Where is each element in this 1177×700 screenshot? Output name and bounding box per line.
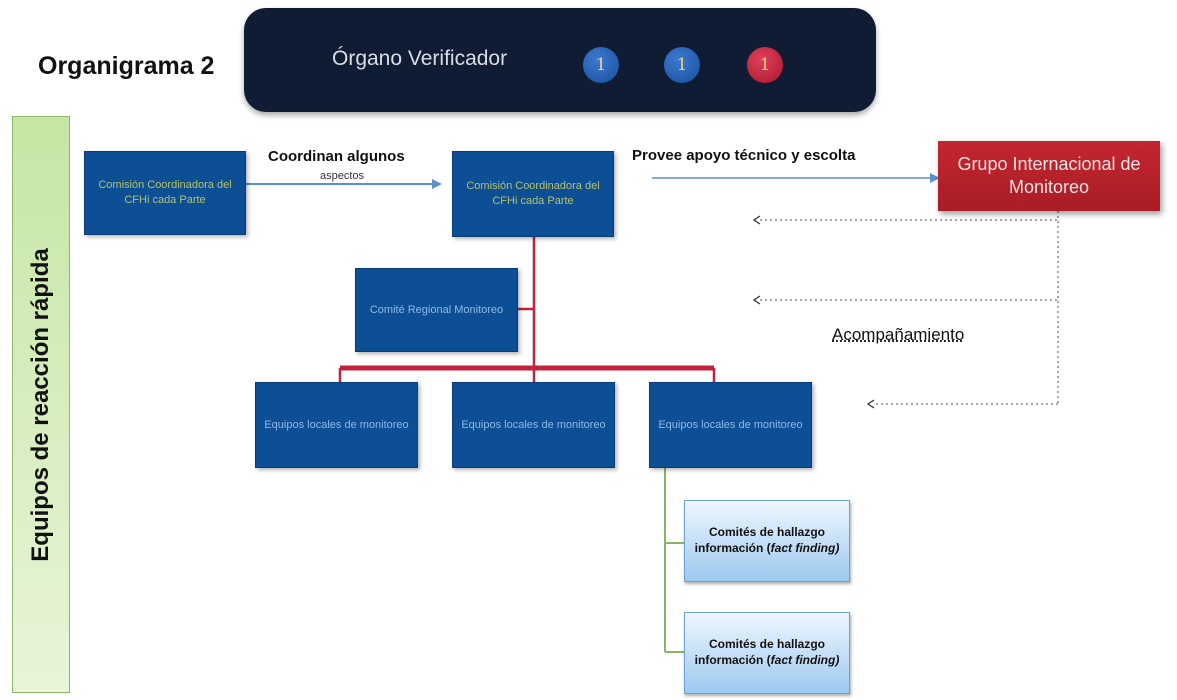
dotted-arrowhead-1 xyxy=(752,215,761,225)
fact-2-line1: Comités de hallazgo xyxy=(708,637,826,652)
support-label: Provee apoyo técnico y escolta xyxy=(632,147,856,164)
coordinating-commission-center: Comisión Coordinadora del CFHi cada Part… xyxy=(452,151,614,237)
verifier-dot-3: 1 xyxy=(747,47,783,83)
coordinate-arrowhead xyxy=(432,179,442,189)
verifier-dot-2: 1 xyxy=(664,47,700,83)
rapid-response-sidebar: Equipos de reacción rápida xyxy=(12,116,70,693)
local-team-1: Equipos locales de monitoreo xyxy=(255,382,418,468)
fact-1-line2: información (fact finding) xyxy=(694,541,840,555)
verifier-dot-1: 1 xyxy=(583,47,619,83)
accompaniment-label: Acompañamiento xyxy=(832,325,965,344)
fact-2-line2: información (fact finding) xyxy=(694,653,840,667)
fact-finding-committee-2: Comités de hallazgo información (fact fi… xyxy=(684,612,850,694)
support-arrowhead xyxy=(930,173,940,183)
fact-finding-committee-1: Comités de hallazgo información (fact fi… xyxy=(684,500,850,582)
local-team-3: Equipos locales de monitoreo xyxy=(649,382,812,468)
fact-2-italic: fact finding) xyxy=(770,653,840,667)
international-monitoring-group: Grupo Internacional de Monitoreo xyxy=(938,141,1160,211)
verifier-label: Órgano Verificador xyxy=(332,47,508,70)
chart-title: Organigrama 2 xyxy=(38,52,215,80)
regional-committee: Comité Regional Monitoreo xyxy=(355,268,518,352)
coordinate-sublabel: aspectos xyxy=(320,170,365,182)
local-team-2: Equipos locales de monitoreo xyxy=(452,382,615,468)
dotted-arrowhead-2 xyxy=(752,295,761,305)
fact-1-line1: Comités de hallazgo xyxy=(708,525,826,540)
fact-1-italic: fact finding) xyxy=(770,541,840,555)
coordinating-commission-left: Comisión Coordinadora del CFHi cada Part… xyxy=(84,151,246,235)
dotted-arrowhead-3 xyxy=(866,399,875,409)
coordinate-label: Coordinan algunos xyxy=(268,148,405,165)
